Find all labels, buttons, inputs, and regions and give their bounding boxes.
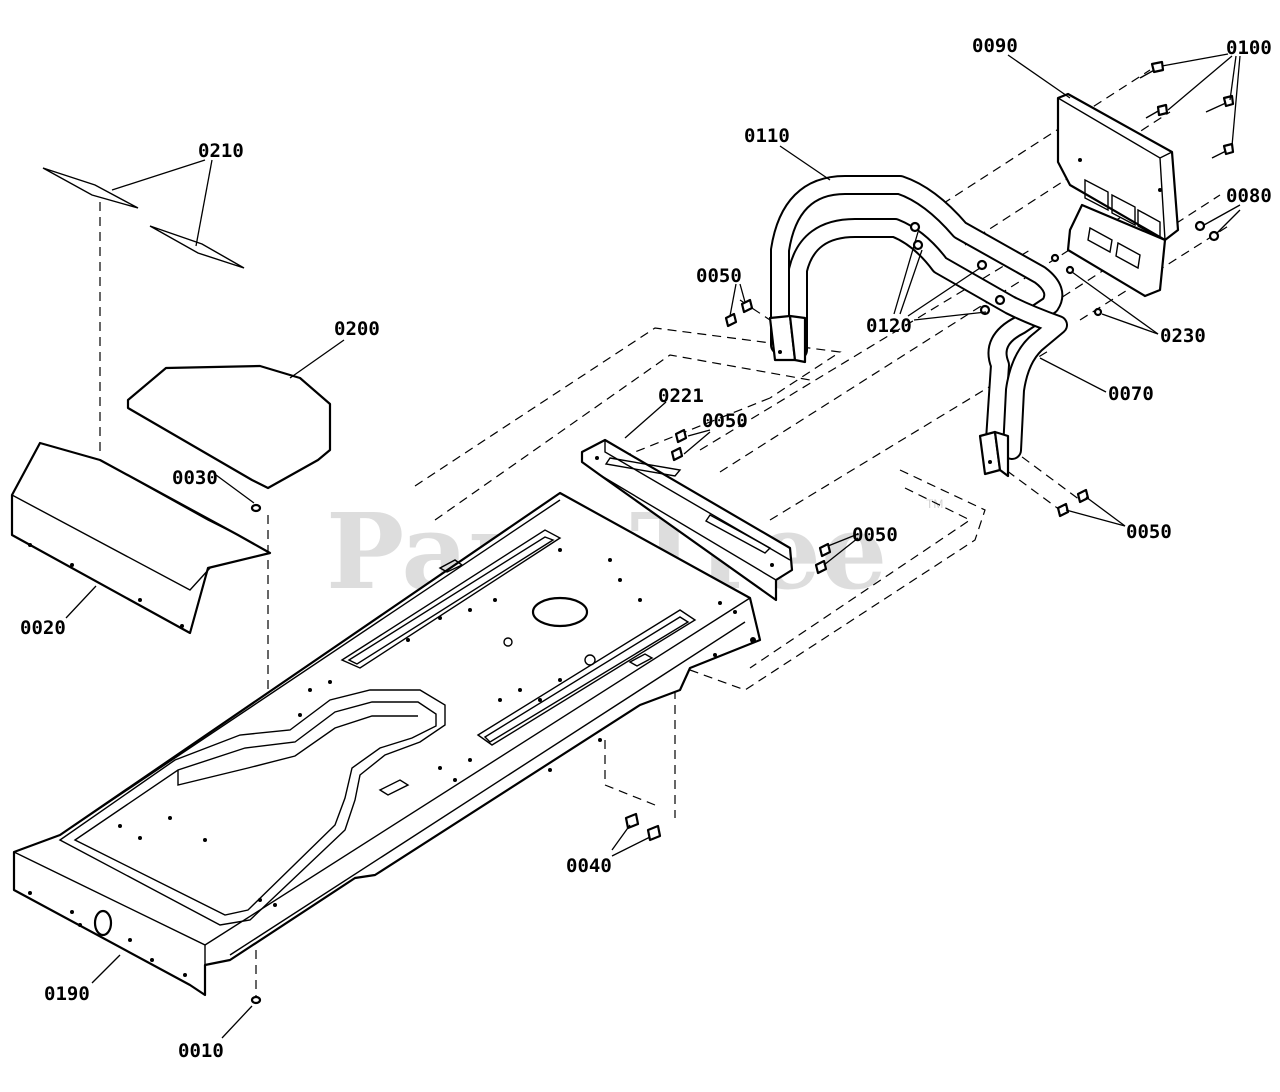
bolts-0040 xyxy=(624,812,662,842)
pin-0030 xyxy=(250,503,262,513)
callout-0010: 0010 xyxy=(178,1040,224,1062)
callout-0050-rear: 0050 xyxy=(1126,521,1172,543)
callout-0190: 0190 xyxy=(44,983,90,1005)
callout-0050-bracket: 0050 xyxy=(702,410,748,432)
callout-0040: 0040 xyxy=(566,855,612,877)
rear-plate-0090 xyxy=(1056,92,1180,242)
nuts-0080-group xyxy=(1194,220,1220,242)
callout-0210: 0210 xyxy=(198,140,244,162)
frame-0190 xyxy=(12,491,762,997)
decal-pair-0210 xyxy=(42,167,245,269)
bolts-0050-group xyxy=(670,298,1090,575)
callout-0090: 0090 xyxy=(972,35,1018,57)
rollbar-0110 xyxy=(768,175,1068,478)
callout-0110: 0110 xyxy=(744,125,790,147)
shroud-0020 xyxy=(10,441,272,635)
callout-0120: 0120 xyxy=(866,315,912,337)
callout-0230: 0230 xyxy=(1160,325,1206,347)
callout-0080: 0080 xyxy=(1226,185,1272,207)
bracket-0230 xyxy=(1050,203,1167,317)
leader-lines xyxy=(65,53,1241,1039)
callout-0200: 0200 xyxy=(334,318,380,340)
bracket-0221 xyxy=(580,438,794,602)
fastener-0010 xyxy=(250,995,262,1005)
callout-0050-frame: 0050 xyxy=(852,524,898,546)
bolts-0120-group xyxy=(909,221,1006,316)
callout-0100: 0100 xyxy=(1226,37,1272,59)
callout-0221: 0221 xyxy=(658,385,704,407)
callout-0050-rollbar: 0050 xyxy=(696,265,742,287)
panel-0200 xyxy=(126,364,332,490)
watermark-trademark: TM xyxy=(926,497,943,511)
bolts-0100-group xyxy=(1139,60,1235,159)
callout-labels: 0210 0200 0030 0020 0190 0010 0040 0221 … xyxy=(20,35,1272,1062)
callout-0030: 0030 xyxy=(172,467,218,489)
callout-0070: 0070 xyxy=(1108,383,1154,405)
callout-0020: 0020 xyxy=(20,617,66,639)
